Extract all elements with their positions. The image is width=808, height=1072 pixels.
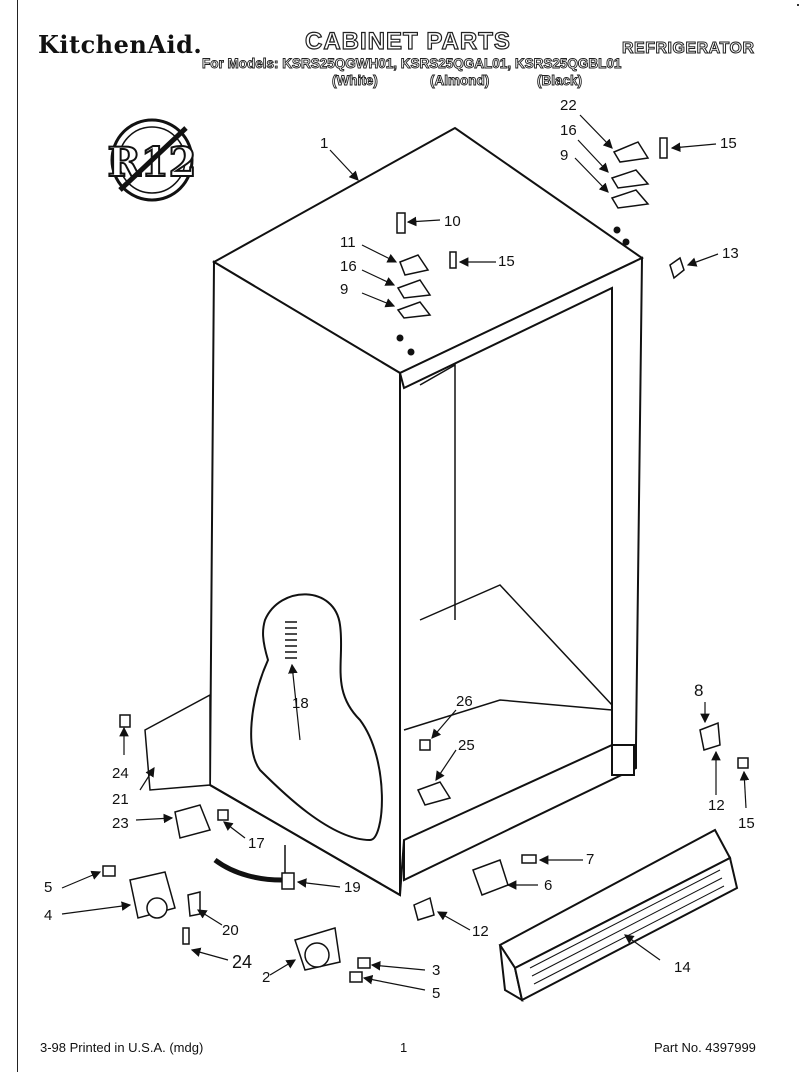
callout-14: 14 <box>674 959 691 976</box>
callout-23: 23 <box>112 815 129 832</box>
callout-25: 25 <box>458 737 475 754</box>
callout-21: 21 <box>112 791 129 808</box>
model-list: For Models: KSRS25QGWH01, KSRS25QGAL01, … <box>202 56 622 72</box>
callout-11: 11 <box>340 234 356 251</box>
refrigerator-cabinet <box>208 126 644 897</box>
callout-9b: 9 <box>560 147 568 164</box>
callout-15b: 15 <box>720 135 737 152</box>
callout-1: 1 <box>320 135 328 152</box>
callout-2: 2 <box>262 969 270 986</box>
callout-6: 6 <box>544 877 552 894</box>
callout-24b: 24 <box>232 952 252 972</box>
lower-right-parts <box>413 721 749 921</box>
leader-lines <box>61 114 750 991</box>
appliance-type: REFRIGERATOR <box>622 40 755 58</box>
page-number: 1 <box>400 1040 408 1055</box>
callout-labels: 1 10 11 16 9 15 22 16 9 15 13 26 25 8 12… <box>44 97 755 1002</box>
callout-19: 19 <box>344 879 361 896</box>
callout-4: 4 <box>44 907 52 924</box>
lower-left-parts <box>102 693 371 983</box>
upper-hinge-parts-center <box>396 212 457 319</box>
callout-5b: 5 <box>432 985 440 1002</box>
callout-20: 20 <box>222 922 239 939</box>
corner-mark <box>797 4 799 6</box>
callout-3: 3 <box>432 962 440 979</box>
brand-logo: KitchenAid. <box>38 30 203 59</box>
binding-margin-rule <box>17 0 18 1072</box>
callout-22: 22 <box>560 97 577 114</box>
callout-16b: 16 <box>560 122 577 139</box>
callout-15a: 15 <box>498 253 515 270</box>
callout-12b: 12 <box>472 923 489 940</box>
callout-12a: 12 <box>708 797 725 814</box>
variant-almond: (Almond) <box>430 73 490 89</box>
part-number: Part No. 4397999 <box>654 1040 756 1055</box>
callout-26: 26 <box>456 693 473 710</box>
page-title: CABINET PARTS <box>304 27 511 55</box>
variant-black: (Black) <box>537 73 583 89</box>
variant-white: (White) <box>332 73 379 89</box>
callout-15c: 15 <box>738 815 755 832</box>
no-r12-badge: R12 <box>107 118 197 202</box>
callout-7: 7 <box>586 851 594 868</box>
callout-18: 18 <box>292 695 309 712</box>
callout-17: 17 <box>248 835 265 852</box>
print-info: 3-98 Printed in U.S.A. (mdg) <box>40 1040 204 1055</box>
badge-label: R12 <box>108 139 197 186</box>
callout-8: 8 <box>694 681 703 700</box>
callout-16a: 16 <box>340 258 357 275</box>
callout-24a: 24 <box>112 765 129 782</box>
callout-10: 10 <box>444 213 461 230</box>
upper-hinge-parts-right <box>610 137 685 280</box>
callout-5a: 5 <box>44 879 52 896</box>
callout-9a: 9 <box>340 281 348 298</box>
base-grille <box>498 828 739 1003</box>
callout-13: 13 <box>722 245 739 262</box>
